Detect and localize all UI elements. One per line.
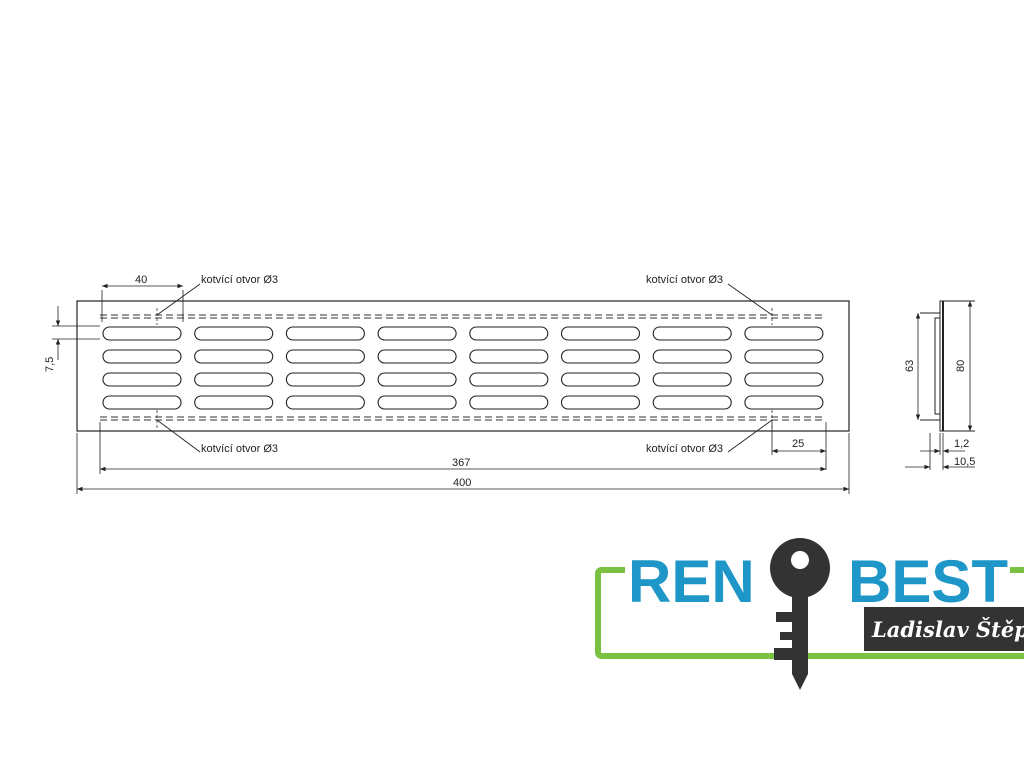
- slot: [560, 372, 641, 387]
- dim-overall-length-label: 400: [453, 477, 471, 489]
- callout-bottom-left: kotvící otvor Ø3: [201, 443, 278, 455]
- dim-height-outer-label: 80: [955, 360, 967, 372]
- slot: [102, 372, 182, 387]
- dim-slot-pitch-label: 40: [135, 274, 147, 286]
- grille-outline: [76, 300, 850, 432]
- slot: [469, 349, 549, 364]
- dim-overall-length: [76, 433, 850, 494]
- callout-top-right: kotvící otvor Ø3: [646, 274, 723, 286]
- slot: [652, 395, 732, 410]
- side-profile: [920, 300, 975, 432]
- logo-frame: [595, 567, 1024, 659]
- dim-inner-length: [99, 422, 826, 474]
- slot: [560, 395, 641, 410]
- slot: [285, 326, 365, 341]
- slot: [560, 326, 641, 341]
- slot: [194, 372, 274, 387]
- callout-leaders: [156, 283, 773, 453]
- slot: [285, 349, 365, 364]
- owner-plate: [864, 607, 1024, 651]
- callout-top-left: kotvící otvor Ø3: [201, 274, 278, 286]
- slot: [102, 395, 182, 410]
- logo-owner: Ladislav Štěpán: [871, 617, 1024, 642]
- slot: [652, 349, 732, 364]
- dim-thickness-total-label: 10,5: [954, 456, 975, 468]
- dim-slot-pitch: [101, 283, 184, 322]
- slot: [194, 395, 274, 410]
- slot: [469, 395, 549, 410]
- slot: [469, 372, 549, 387]
- key-icon: [770, 538, 830, 690]
- slot: [652, 372, 732, 387]
- dim-edge-offset: [771, 422, 827, 470]
- dim-inner-length-label: 367: [452, 457, 470, 469]
- callout-bottom-right: kotvící otvor Ø3: [646, 443, 723, 455]
- slot: [560, 349, 641, 364]
- slot: [744, 349, 824, 364]
- slot: [377, 372, 457, 387]
- slot: [285, 395, 365, 410]
- slot: [744, 326, 824, 341]
- dim-thickness-thin-label: 1,2: [954, 438, 969, 450]
- dim-edge-offset-label: 25: [792, 438, 804, 450]
- renobest-logo: REN BEST Ladislav Štěpán: [595, 538, 1024, 690]
- anchor-hole-markers: [156, 308, 773, 428]
- slot: [377, 326, 457, 341]
- slot: [744, 372, 824, 387]
- slot: [377, 349, 457, 364]
- slot: [194, 326, 274, 341]
- slot: [194, 349, 274, 364]
- slot: [652, 326, 732, 341]
- dim-left-offset-label: 7,5: [44, 357, 56, 372]
- logo-brand-right: BEST: [848, 548, 1008, 615]
- dim-thickness: [905, 433, 975, 470]
- dim-left-offset: [52, 306, 100, 360]
- dim-height-inner-label: 63: [904, 360, 916, 372]
- slot: [285, 372, 365, 387]
- logo-brand-left: REN: [628, 548, 755, 615]
- slot: [102, 349, 182, 364]
- slot: [377, 395, 457, 410]
- slot-grid: [102, 326, 824, 410]
- slot: [469, 326, 549, 341]
- slot: [102, 326, 182, 341]
- slot: [744, 395, 824, 410]
